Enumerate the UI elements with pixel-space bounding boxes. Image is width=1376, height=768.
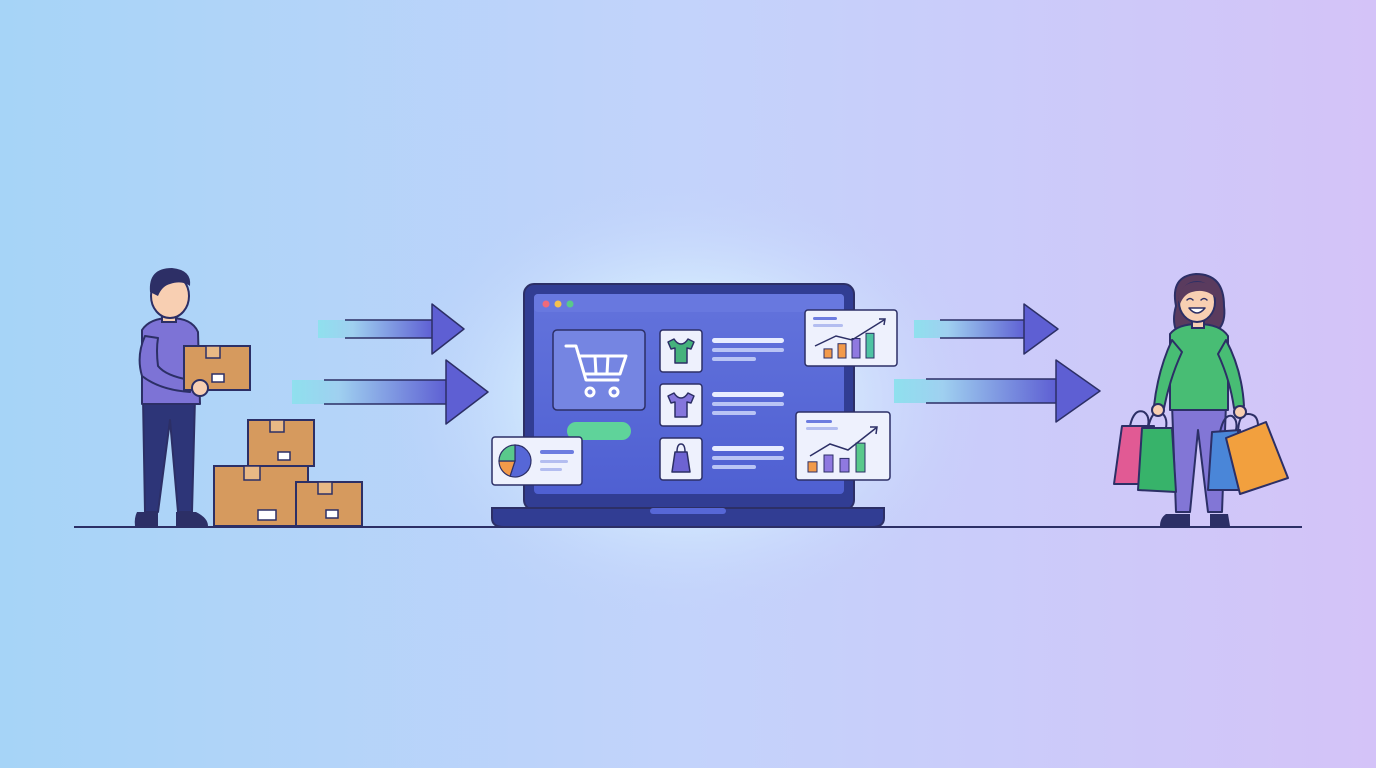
pie-chart-card: [491, 436, 583, 486]
product-item-purple-shirt: [659, 383, 784, 427]
shopping-cart-icon: [564, 344, 628, 382]
window-dot-yellow: [554, 300, 562, 308]
shopping-bag-icon: [671, 443, 691, 473]
arrow-store-to-buyer-bottom: [894, 359, 1101, 423]
buyer-hand-left: [1151, 403, 1165, 417]
chart-bar: [823, 348, 833, 359]
shopping-bags-right: [1207, 405, 1289, 495]
chart-bar: [855, 442, 866, 473]
product-item-bag: [659, 437, 784, 481]
seller-hand: [191, 379, 209, 397]
chart-bar: [823, 454, 834, 473]
window-dot-green: [566, 300, 574, 308]
cart-panel: [552, 329, 646, 411]
trend-line-bottom: [809, 427, 877, 457]
trend-arrowhead-top: [879, 318, 886, 326]
tshirt-icon: [667, 338, 695, 364]
pie-slice: [498, 444, 516, 462]
trend-arrowhead-bottom: [870, 426, 878, 435]
arrow-seller-to-store-top: [318, 303, 465, 355]
tshirt-icon: [667, 392, 695, 418]
arrow-store-to-buyer-top: [914, 303, 1059, 355]
laptop-base: [491, 507, 885, 528]
buyer-hand-right: [1233, 405, 1247, 419]
chart-bar: [837, 343, 847, 359]
arrow-seller-to-store-bottom: [292, 359, 489, 425]
chart-bar: [851, 338, 861, 359]
laptop-notch: [650, 508, 726, 514]
trend-line-top: [814, 319, 885, 347]
shopping-bags-left: [1113, 403, 1177, 493]
bar-chart-card-top: [804, 309, 898, 367]
bar-chart-icon: [823, 332, 875, 359]
package-stack: [213, 419, 363, 527]
bar-chart-card-bottom: [795, 411, 891, 481]
product-list: [659, 329, 784, 481]
product-item-green-shirt: [659, 329, 784, 373]
window-dot-red: [542, 300, 550, 308]
smile: [1188, 307, 1206, 314]
chart-bar: [865, 332, 875, 359]
chart-bar: [839, 457, 850, 473]
bar-chart-icon: [807, 442, 866, 473]
pie-chart-icon: [498, 444, 532, 478]
chart-bar: [807, 461, 818, 473]
checkout-button[interactable]: [567, 422, 631, 440]
